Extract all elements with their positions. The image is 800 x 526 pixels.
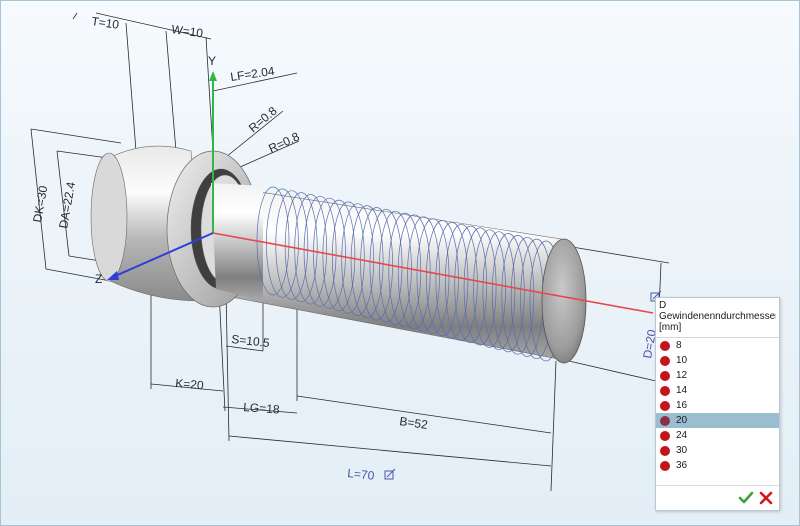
status-dot-icon [660,340,670,351]
option-label: 16 [676,400,688,411]
dim-dk-label[interactable]: DK=30 [30,184,50,223]
option-item[interactable]: 14 [656,383,779,398]
dim-lg-label[interactable]: LG=18 [243,400,281,417]
dim-lf-label[interactable]: LF=2.04 [229,64,275,84]
checkmark-icon [738,491,754,504]
option-label: 14 [676,385,688,396]
option-item[interactable]: 36 [656,458,779,473]
edit-icon[interactable] [384,468,396,480]
thread-line [482,231,516,351]
dim-b-label[interactable]: B=52 [399,414,429,432]
thread-line [284,192,318,303]
parameter-unit: [mm] [659,322,682,333]
dim-r1-label[interactable]: R=0.8 [246,104,280,136]
thread-line [369,208,403,323]
option-item[interactable]: 24 [656,428,779,443]
option-label: 20 [676,415,688,426]
thread-line [360,207,393,321]
z-axis-label: Z [95,272,102,286]
dim-d-label[interactable]: D=20 [640,328,659,359]
thread-line [379,210,412,325]
thread-line [341,203,375,316]
option-label: 12 [676,370,688,381]
thread-line [322,199,356,312]
thread-line [350,205,384,319]
parameter-name: D [659,300,667,311]
confirm-button[interactable] [737,489,755,507]
option-label: 8 [676,340,682,351]
close-icon [759,491,773,505]
option-label: 10 [676,355,688,366]
dim-k-label[interactable]: K=20 [175,376,205,392]
thread-line [454,225,488,344]
parameter-title: Gewindenenndurchmesser [659,311,776,322]
thread-line [473,229,506,348]
dim-s-label[interactable]: S=10.5 [231,332,271,350]
option-item[interactable]: 8 [656,338,779,353]
option-item[interactable]: 30 [656,443,779,458]
thread-line [303,195,337,307]
thread-line [331,201,365,314]
bolt-model[interactable] [90,145,587,364]
dim-w-label[interactable]: W=10 [171,22,205,40]
thread-line [501,235,535,355]
thread-line [463,227,497,346]
dim-da-label[interactable]: DA=22.4 [56,180,78,229]
option-label: 24 [676,430,688,441]
y-axis-label: Y [208,54,216,68]
dimension-lines [30,12,670,492]
status-dot-icon [660,400,670,411]
status-dot-icon [660,355,670,366]
option-item[interactable]: 10 [656,353,779,368]
parameter-header: D Gewindenenndurchmesser [mm] [656,298,779,338]
status-dot-icon [660,370,670,381]
status-dot-icon [660,460,670,471]
status-dot-icon [660,385,670,396]
status-dot-icon [660,445,670,456]
cancel-button[interactable] [757,489,775,507]
dim-l-label[interactable]: L=70 [347,466,376,483]
option-item[interactable]: 12 [656,368,779,383]
status-dot-icon [660,430,670,441]
status-dot-icon [660,415,670,426]
option-label: 36 [676,460,688,471]
option-label: 30 [676,445,688,456]
thread-line [294,194,328,305]
option-item[interactable]: 16 [656,398,779,413]
thread-line [435,222,469,339]
thread-line [444,223,478,341]
option-list[interactable]: 8 10 12 14 16 20 24 30 36 [656,338,779,473]
thread-line [313,197,346,309]
coordinate-axes: Y Z [95,54,654,314]
dim-t-label[interactable]: T=10 [91,14,121,32]
parameter-dropdown[interactable]: D Gewindenenndurchmesser [mm] 8 10 12 14 16 2… [655,297,780,511]
thread-line [491,233,525,353]
panel-footer [656,485,779,510]
dim-r2-label[interactable]: R=0.8 [266,129,302,156]
option-item[interactable]: 20 [656,413,779,428]
